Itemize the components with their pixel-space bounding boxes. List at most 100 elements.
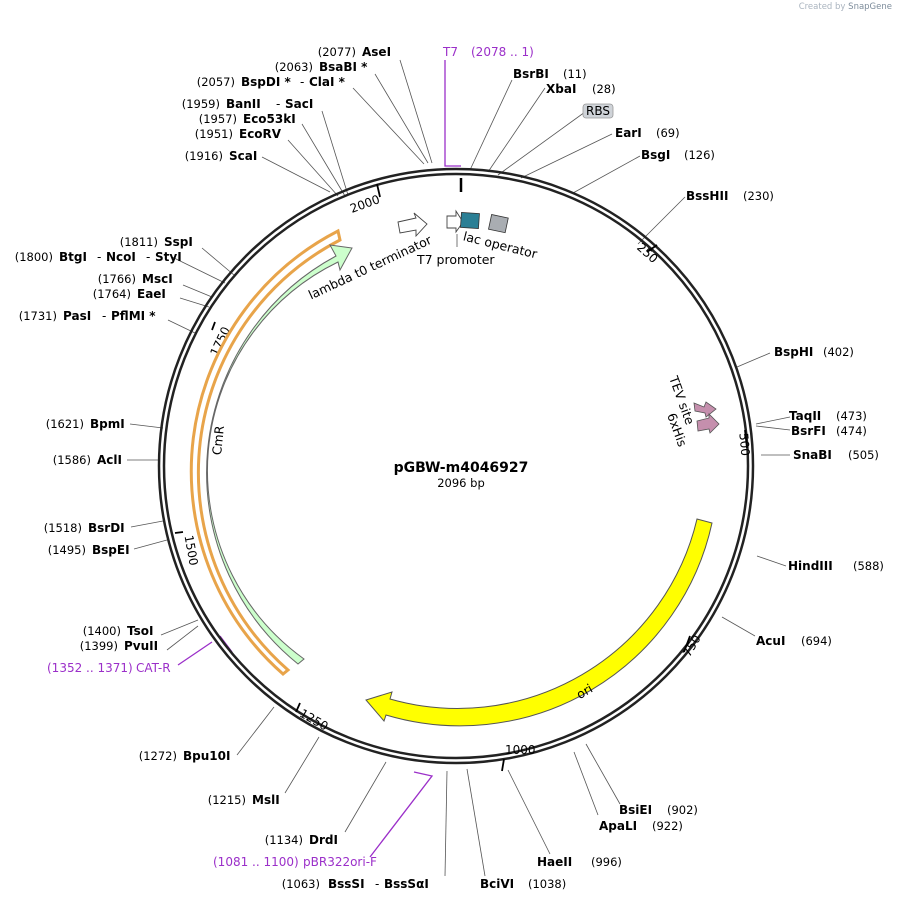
plasmid-length: 2096 bp: [437, 476, 485, 490]
t7-promoter-arrow: [446, 209, 464, 234]
site-eari-name: EarI: [615, 126, 642, 140]
site-scai-pos: (1916): [185, 149, 223, 163]
site-bspdi-pos: (2057): [197, 75, 235, 89]
site-msci-pos: (1766): [98, 272, 136, 286]
backbone-outer: [157, 167, 755, 765]
tick-label-1500: 1500: [182, 534, 201, 567]
site-msli-pos: (1215): [208, 793, 246, 807]
site-acli-pos: (1586): [53, 453, 91, 467]
site-hindiii-pos: (588): [853, 559, 884, 573]
tev-site-arrow: [693, 401, 717, 418]
primer-pbr-name: pBR322ori-F: [303, 855, 377, 869]
rbs-badge-label: RBS: [586, 104, 610, 118]
site-bsrdi-pos: (1518): [44, 521, 82, 535]
tick-label-2000: 2000: [348, 192, 381, 216]
site-banii-pos: (1959): [182, 97, 220, 111]
site-bspdi-sep: -: [300, 75, 304, 89]
site-bsiei-name: BsiEI: [619, 803, 652, 817]
site-tsoi-name: TsoI: [127, 624, 153, 638]
site-bsphi-name: BspHI: [774, 345, 813, 359]
tick-marks: [174, 183, 748, 772]
site-snabi-pos: (505): [848, 448, 879, 462]
site-pvuii-pos: (1399): [80, 639, 118, 653]
ori-label: ori: [574, 681, 596, 702]
site-apali-name: ApaLI: [599, 819, 637, 833]
site-scai-name: ScaI: [229, 149, 257, 163]
site-bsrfi-name: BsrFI: [791, 424, 826, 438]
site-bsssi-name: BssSI: [328, 877, 365, 891]
cmr-label: CmR: [209, 425, 227, 456]
site-bsssi-pos: (1063): [282, 877, 320, 891]
site-snabi-name: SnaBI: [793, 448, 832, 462]
snapgene-credit: Created by SnapGene: [799, 2, 892, 12]
site-taqii-name: TaqII: [789, 409, 821, 423]
site-ecorv-pos: (1951): [195, 127, 233, 141]
primer-pbr-range: (1081 .. 1100): [213, 855, 299, 869]
site-eco53ki-pos: (1957): [199, 112, 237, 126]
primer-lines: [177, 60, 461, 858]
site-bsrbi-pos: (11): [563, 67, 587, 81]
cmr-outline: [189, 228, 342, 676]
site-pasi-pos: (1731): [19, 309, 57, 323]
site-haeii-name: HaeII: [537, 855, 572, 869]
primer-t7-range: (2078 .. 1): [471, 45, 534, 59]
site-eco53ki-name: Eco53kI: [243, 112, 296, 126]
site-bpu10i-name: Bpu10I: [183, 749, 230, 763]
site-asei-pos: (2077): [318, 45, 356, 59]
site-bsgi-name: BsgI: [641, 148, 670, 162]
site-bsiei-pos: (902): [667, 803, 698, 817]
plasmid-name: pGBW-m4046927: [394, 460, 529, 476]
site-bcivi-pos: (1038): [528, 877, 566, 891]
site-banii-name: BanII: [226, 97, 261, 111]
site-asei-name: AseI: [362, 45, 391, 59]
site-bpmi-pos: (1621): [46, 417, 84, 431]
lac-operator-box: [460, 211, 480, 230]
tick-label-1250: 1250: [297, 706, 330, 733]
site-styi-name: StyI: [155, 250, 182, 264]
primer-cat-name: CAT-R: [136, 661, 171, 675]
site-sspi-pos: (1811): [120, 235, 158, 249]
rbs-box: [488, 214, 509, 234]
primer-t7-name: T7: [442, 45, 458, 59]
site-pasi-name: PasI: [63, 309, 91, 323]
backbone-inner: [162, 172, 750, 760]
primer-cat-range: (1352 .. 1371): [47, 661, 133, 675]
site-bsssi-sep: -: [375, 877, 379, 891]
site-pflmi-name: PflMI *: [111, 309, 156, 323]
site-btgi-sep2: -: [146, 250, 150, 264]
site-bsshii-name: BssHII: [686, 189, 728, 203]
site-pvuii-name: PvuII: [124, 639, 158, 653]
tick-label-1000: 1000: [505, 743, 536, 757]
site-hindiii-name: HindIII: [788, 559, 833, 573]
site-ncoi-name: NcoI: [106, 250, 136, 264]
site-clai-name: ClaI *: [309, 75, 346, 89]
site-taqii-pos: (473): [836, 409, 867, 423]
lambda-terminator-arrow: [397, 212, 428, 238]
credit-prefix: Created by: [798, 2, 846, 12]
site-eari-pos: (69): [656, 126, 680, 140]
site-bspei-pos: (1495): [48, 543, 86, 557]
site-bsrdi-name: BsrDI: [88, 521, 125, 535]
rbs-badge: [582, 103, 614, 119]
site-bsshii-pos: (230): [743, 189, 774, 203]
site-drdi-name: DrdI: [309, 833, 338, 847]
site-bcivi-name: BciVI: [480, 877, 514, 891]
site-xbai-pos: (28): [592, 82, 616, 96]
site-bspei-name: BspEI: [92, 543, 130, 557]
site-btgi-pos: (1800): [15, 250, 53, 264]
site-msli-name: MslI: [252, 793, 280, 807]
site-bsabi-pos: (2063): [275, 60, 313, 74]
site-bsabi-name: BsaBI *: [319, 60, 368, 74]
site-acli-name: AclI: [97, 453, 122, 467]
right-site-labels: BciVI (1038) HaeII (996) ApaLI (922) Bsi…: [480, 67, 884, 891]
site-acui-pos: (694): [801, 634, 832, 648]
site-sspi-name: SspI: [164, 235, 193, 249]
site-ecorv-name: EcoRV: [239, 127, 282, 141]
site-saci-name: SacI: [285, 97, 313, 111]
site-bspdi-name: BspDI *: [241, 75, 291, 89]
credit-brand: SnapGene: [848, 2, 892, 12]
t7-promoter-label: T7 promoter: [416, 252, 495, 267]
site-pasi-sep: -: [102, 309, 106, 323]
site-bsrbi-name: BsrBI: [513, 67, 549, 81]
